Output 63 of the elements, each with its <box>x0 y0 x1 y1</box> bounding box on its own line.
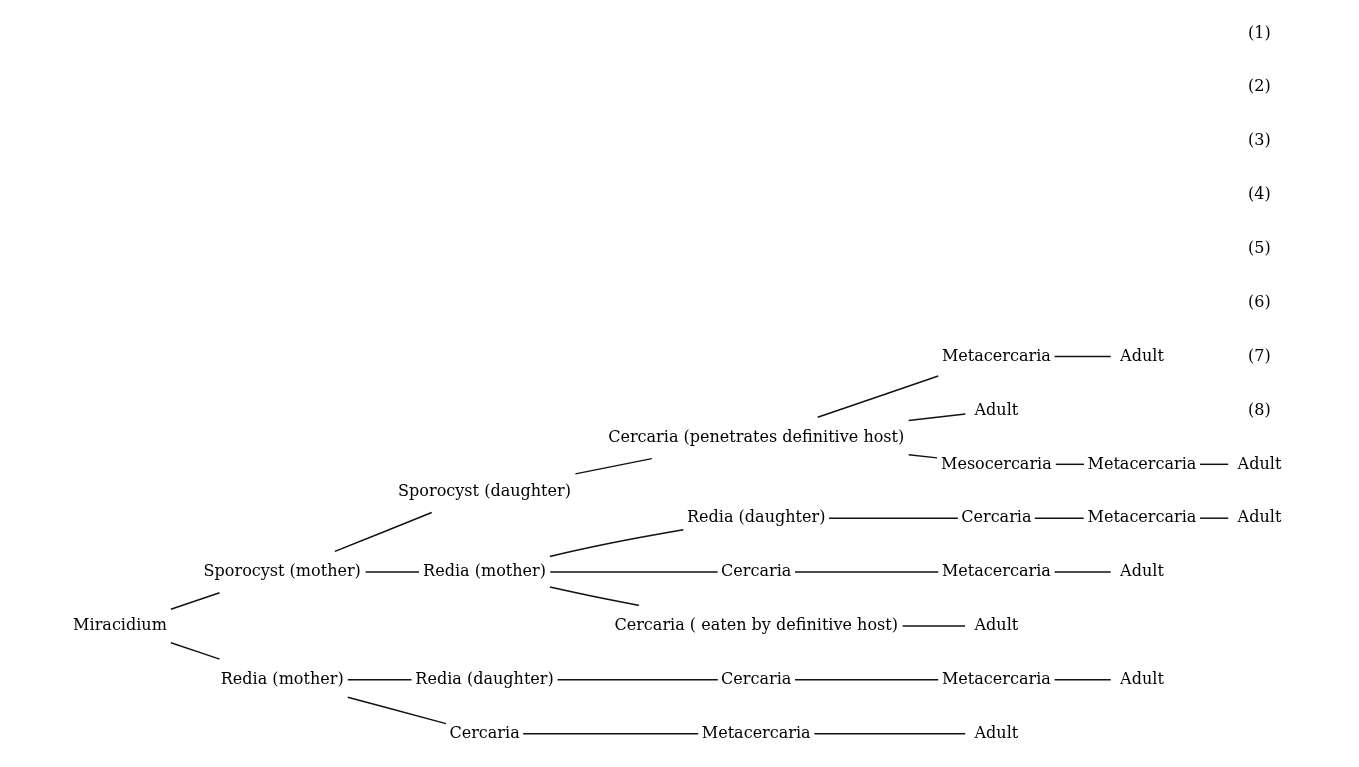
node-text: Metacercaria <box>941 345 1051 365</box>
connector <box>793 679 939 681</box>
connector <box>907 453 938 459</box>
connector <box>556 679 719 681</box>
connector <box>1053 571 1111 573</box>
node-text: Adult <box>974 399 1018 419</box>
connector <box>548 529 684 558</box>
connector <box>901 625 966 627</box>
label: (6) <box>1247 291 1271 311</box>
label: (7) <box>1247 345 1271 365</box>
node-text: Adult <box>1237 507 1281 527</box>
node-text: Redia (mother) <box>220 669 344 689</box>
node-text: Redia (daughter) <box>686 507 825 527</box>
connector <box>1054 463 1085 466</box>
node-text: Redia (mother) <box>422 561 546 581</box>
node-text: Cercaria <box>960 507 1032 527</box>
label: (5) <box>1247 238 1271 258</box>
node-text: Metacercaria <box>701 722 811 742</box>
connector <box>333 511 432 553</box>
connector <box>548 586 640 607</box>
node-text: Metacercaria <box>1087 453 1196 473</box>
connector <box>169 592 220 610</box>
node-text: Miracidium <box>72 615 167 635</box>
node-text: Cercaria <box>448 722 520 742</box>
connector <box>793 571 939 573</box>
node-text: Cercaria (penetrates definitive host) <box>607 427 904 447</box>
connector <box>574 457 653 475</box>
connector <box>1033 517 1084 519</box>
node-text: Adult <box>1119 345 1164 365</box>
node-text: Cercaria <box>720 561 791 581</box>
connector <box>816 375 939 419</box>
label: (8) <box>1247 399 1271 419</box>
node-text: Metacercaria <box>941 669 1051 689</box>
connector <box>813 732 966 735</box>
connector <box>346 696 447 725</box>
connector <box>169 641 220 660</box>
node-text: Cercaria ( eaten by definitive host) <box>613 615 898 635</box>
node-text: Adult <box>1119 669 1164 689</box>
node-text: Sporocyst (daughter) <box>397 481 571 501</box>
connector <box>827 517 959 519</box>
label: (1) <box>1247 22 1271 42</box>
connector <box>549 571 718 573</box>
node-text: Adult <box>1237 453 1281 473</box>
label: (2) <box>1247 76 1271 96</box>
node-text: Adult <box>974 722 1018 742</box>
node-text: Mesocercaria <box>940 453 1052 473</box>
node-text: Metacercaria <box>1087 507 1196 527</box>
connector <box>346 679 412 681</box>
label: (3) <box>1247 130 1271 150</box>
node-text: Redia (daughter) <box>414 669 554 689</box>
label: (4) <box>1247 184 1271 204</box>
connector <box>364 571 420 573</box>
connector <box>1198 463 1229 466</box>
node-text: Adult <box>1119 561 1164 581</box>
connector <box>521 732 699 735</box>
connector <box>907 413 966 422</box>
connector <box>1198 517 1229 519</box>
node-text: Cercaria <box>720 669 791 689</box>
node-text: Sporocyst (mother) <box>203 561 361 581</box>
node-text: Adult <box>974 615 1018 635</box>
connector <box>1053 679 1111 681</box>
node-text: Metacercaria <box>941 561 1051 581</box>
connector <box>1053 355 1111 358</box>
